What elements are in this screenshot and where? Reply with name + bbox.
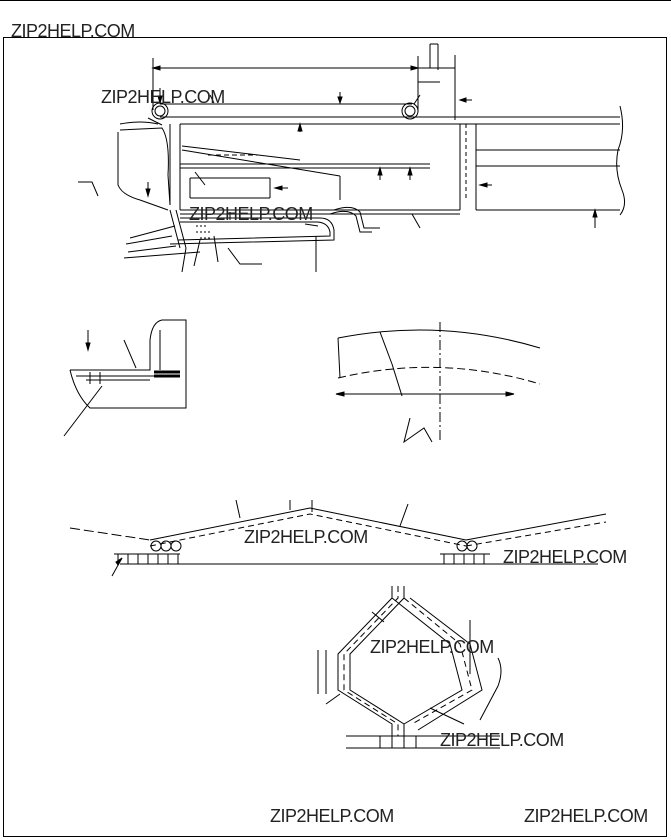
detail-arc <box>336 322 540 442</box>
watermark: ZIP2HELP.COM <box>101 87 225 107</box>
watermark: ZIP2HELP.COM <box>11 21 135 41</box>
drawing-frame <box>3 37 667 837</box>
detail-flange <box>64 320 186 436</box>
watermark: ZIP2HELP.COM <box>503 547 627 567</box>
detail-roof-profile <box>70 500 606 576</box>
watermark: ZIP2HELP.COM <box>244 527 368 547</box>
watermark: ZIP2HELP.COM <box>370 637 494 657</box>
watermark: ZIP2HELP.COM <box>440 730 564 750</box>
top-rule <box>0 0 671 1</box>
main-cross-section <box>78 44 625 272</box>
watermark: ZIP2HELP.COM <box>270 806 394 826</box>
watermark: ZIP2HELP.COM <box>189 204 313 224</box>
watermark: ZIP2HELP.COM <box>524 806 648 826</box>
detail-hex-frame <box>318 586 501 748</box>
